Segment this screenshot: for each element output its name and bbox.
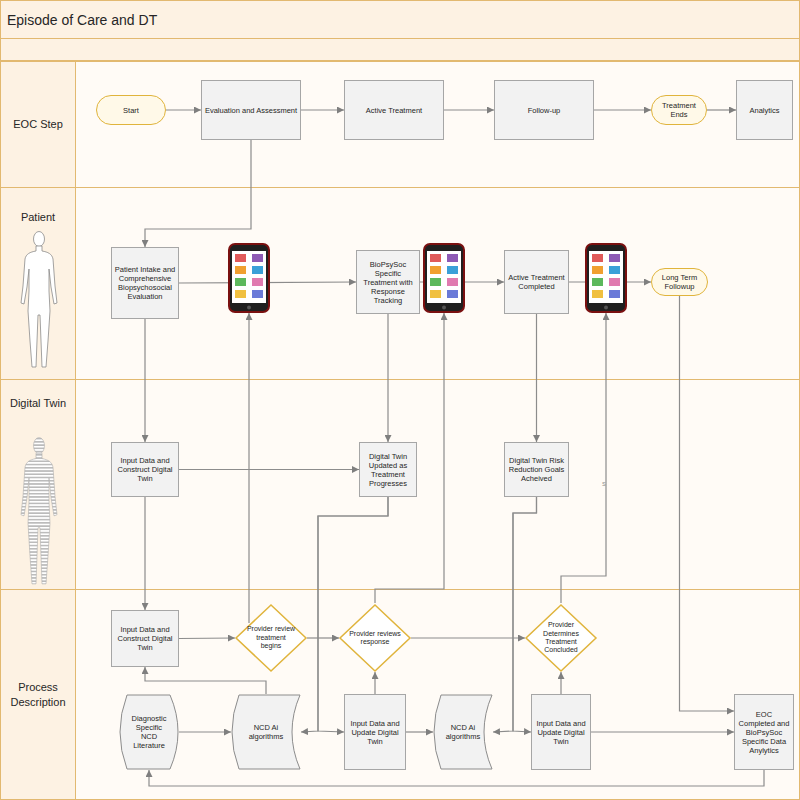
swimlane: PatientPatient Intake and Comprehensive …: [1, 187, 799, 379]
lane-title: Process Description: [9, 680, 67, 709]
node-text: Input Data and Update Digital Twin: [347, 719, 403, 746]
diamond-shape: [526, 605, 596, 671]
terminator-pill: Treatment Ends: [651, 95, 707, 125]
terminator-pill: Long Term Followup: [651, 268, 708, 296]
swimlane: EOC Step Start Evaluation and Assessment Ac…: [1, 61, 799, 187]
diamond-shape: [236, 605, 306, 671]
node-text: Evaluation and Assessment: [205, 106, 297, 115]
process-box: Active Treatment Completed: [504, 250, 569, 314]
node-text: Input Data and Update Digital Twin: [534, 719, 588, 746]
process-box: Follow-up: [494, 80, 594, 140]
node-text: Start: [123, 106, 139, 115]
lane-title: Patient: [21, 210, 55, 224]
lane-title: EOC Step: [13, 117, 63, 131]
node-text: Active Treatment: [366, 106, 422, 115]
process-box: Active Treatment: [344, 80, 444, 140]
title-bar: Episode of Care and DT: [1, 1, 800, 39]
node-text: EOC Completed and BioPsySoc Specific Dat…: [737, 710, 791, 755]
process-box: Patient Intake and Comprehensive Biopsyc…: [111, 247, 179, 319]
diamond-shape: [340, 605, 410, 671]
node-text: Input Data and Construct Digital Twin: [114, 625, 176, 652]
stray-label: s: [602, 479, 606, 488]
header-row: [1, 39, 800, 61]
decision-diamond: Provider reviews response: [339, 604, 411, 672]
node-text: Provider Determines Treatment Concluded: [535, 621, 587, 655]
node-text: Follow-up: [528, 106, 561, 115]
data-store: NCD Ai algorithms: [231, 694, 301, 770]
store-shape: [120, 695, 178, 769]
node-text: Input Data and Construct Digital Twin: [114, 456, 176, 483]
literature-store: Diagnostic Specific NCD Literature: [119, 694, 179, 770]
node-text: BioPsySoc Specific Treatment with Respon…: [359, 260, 417, 305]
decision-diamond: Provider Determines Treatment Concluded: [525, 604, 597, 672]
node-text: Treatment Ends: [654, 101, 704, 119]
decision-diamond: Provider review treatment begins: [235, 604, 307, 672]
process-box: Evaluation and Assessment: [201, 80, 301, 140]
process-box: Digital Twin Risk Reduction Goals Acheiv…: [504, 442, 569, 497]
node-text: Active Treatment Completed: [507, 273, 566, 291]
node-text: Diagnostic Specific NCD Literature: [129, 714, 169, 750]
process-box: Input Data and Construct Digital Twin: [111, 442, 179, 497]
node-text: Analytics: [749, 106, 779, 115]
store-shape: [232, 695, 300, 769]
node-text: NCD Ai algorithms: [241, 723, 291, 741]
lane-header: Process Description: [1, 590, 76, 799]
diagram-title: Episode of Care and DT: [7, 12, 157, 28]
process-box: Input Data and Update Digital Twin: [344, 694, 406, 770]
lane-header: EOC Step: [1, 62, 76, 187]
node-text: Provider review treatment begins: [245, 625, 297, 650]
node-text: Provider reviews response: [349, 630, 401, 647]
node-text: Long Term Followup: [654, 273, 705, 291]
lane-title: Digital Twin: [10, 396, 66, 410]
node-text: Digital Twin Updated as Treatment Progre…: [362, 452, 414, 488]
node-text: NCD Ai algorithms: [443, 723, 483, 741]
process-box: BioPsySoc Specific Treatment with Respon…: [356, 250, 420, 314]
lane-header: Digital Twin: [1, 380, 76, 589]
process-box: Analytics: [736, 80, 793, 140]
swimlane: Process Description Input Data and Constr…: [1, 589, 799, 799]
process-box: Input Data and Update Digital Twin: [531, 694, 591, 770]
process-box: Input Data and Construct Digital Twin: [111, 610, 179, 667]
swimlane: Digital TwinInput Data and Construct Dig…: [1, 379, 799, 589]
process-box: Digital Twin Updated as Treatment Progre…: [359, 442, 417, 497]
lane-header: Patient: [1, 188, 76, 379]
node-text: Patient Intake and Comprehensive Biopsyc…: [114, 265, 176, 301]
process-box: EOC Completed and BioPsySoc Specific Dat…: [734, 694, 794, 770]
terminator-pill: Start: [96, 95, 166, 125]
data-store: NCD Ai algorithms: [433, 694, 493, 770]
node-text: Digital Twin Risk Reduction Goals Acheiv…: [507, 456, 566, 483]
store-shape: [434, 695, 492, 769]
